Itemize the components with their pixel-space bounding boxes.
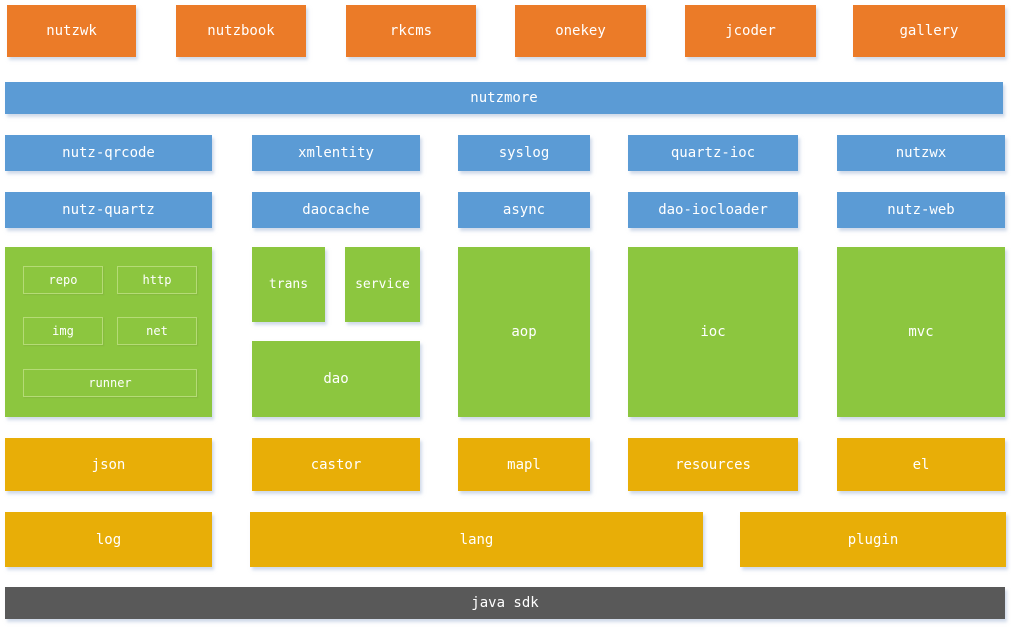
util-block-castor: castor bbox=[252, 438, 420, 491]
nutzmore-band: nutzmore bbox=[5, 82, 1003, 114]
plugin-block-nutz-web: nutz-web bbox=[837, 192, 1005, 228]
app-block-rkcms: rkcms bbox=[346, 5, 476, 57]
app-block-gallery: gallery bbox=[853, 5, 1005, 57]
plugin-block-nutz-qrcode: nutz-qrcode bbox=[5, 135, 212, 171]
core-misc-block: repo http img net runner bbox=[5, 247, 212, 417]
plugin-block-daocache: daocache bbox=[252, 192, 420, 228]
core-misc-repo: repo bbox=[23, 266, 103, 294]
core-misc-runner: runner bbox=[23, 369, 197, 397]
plugin-block-xmlentity: xmlentity bbox=[252, 135, 420, 171]
app-block-nutzbook: nutzbook bbox=[176, 5, 306, 57]
core-block-dao: dao bbox=[252, 341, 420, 417]
plugin-block-syslog: syslog bbox=[458, 135, 590, 171]
util-block-mapl: mapl bbox=[458, 438, 590, 491]
core-block-aop: aop bbox=[458, 247, 590, 417]
util-block-log: log bbox=[5, 512, 212, 567]
app-block-jcoder: jcoder bbox=[685, 5, 816, 57]
util-block-el: el bbox=[837, 438, 1005, 491]
core-block-service: service bbox=[345, 247, 420, 322]
base-block-java-sdk: java sdk bbox=[5, 587, 1005, 619]
core-misc-net: net bbox=[117, 317, 197, 345]
core-misc-http: http bbox=[117, 266, 197, 294]
util-block-json: json bbox=[5, 438, 212, 491]
app-block-onekey: onekey bbox=[515, 5, 646, 57]
core-block-trans: trans bbox=[252, 247, 325, 322]
plugin-block-nutzwx: nutzwx bbox=[837, 135, 1005, 171]
util-block-plugin: plugin bbox=[740, 512, 1006, 567]
util-block-resources: resources bbox=[628, 438, 798, 491]
plugin-block-async: async bbox=[458, 192, 590, 228]
core-misc-img: img bbox=[23, 317, 103, 345]
core-block-mvc: mvc bbox=[837, 247, 1005, 417]
plugin-block-dao-iocloader: dao-iocloader bbox=[628, 192, 798, 228]
plugin-block-nutz-quartz: nutz-quartz bbox=[5, 192, 212, 228]
util-block-lang: lang bbox=[250, 512, 703, 567]
app-block-nutzwk: nutzwk bbox=[7, 5, 136, 57]
plugin-block-quartz-ioc: quartz-ioc bbox=[628, 135, 798, 171]
core-block-ioc: ioc bbox=[628, 247, 798, 417]
